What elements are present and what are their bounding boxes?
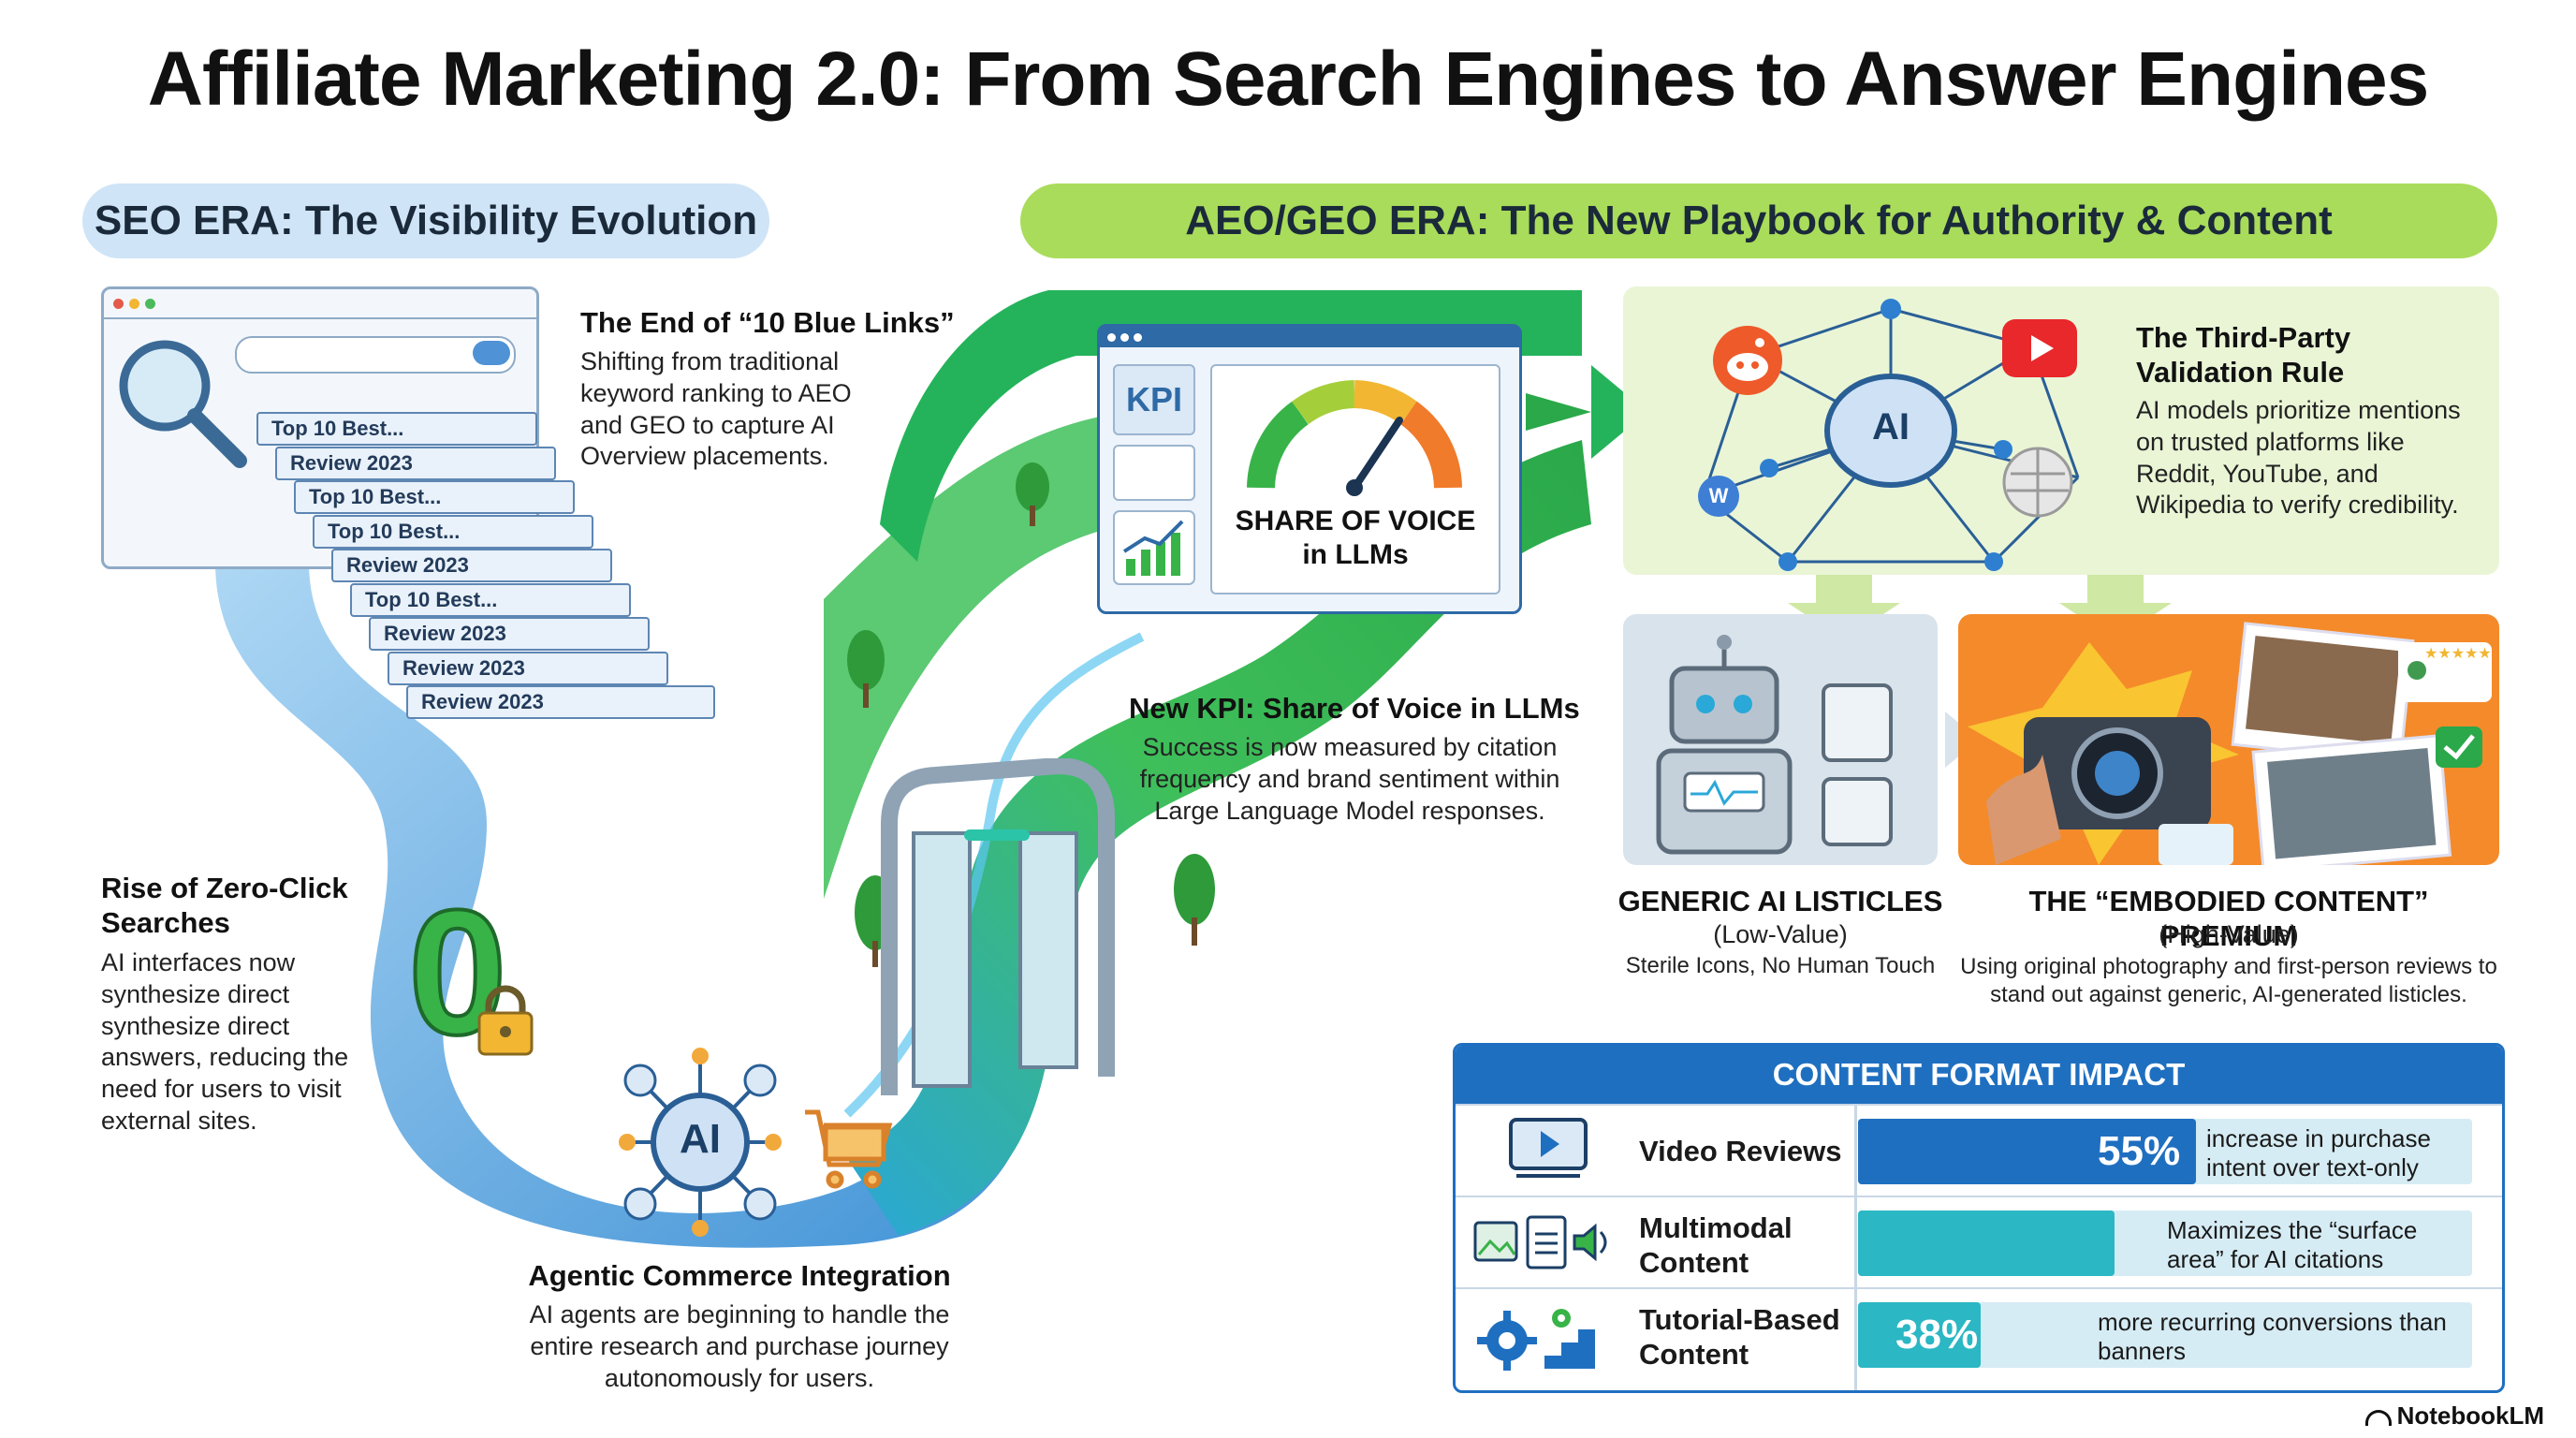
format-bar-fill (1858, 1302, 1982, 1368)
format-row-label: Tutorial-Based Content (1639, 1303, 1840, 1372)
search-result-item[interactable]: Review 2023 (275, 446, 556, 480)
embodied-content-panel: ★★★★★ (1958, 614, 2499, 865)
brand-label: NotebookLM (2396, 1401, 2544, 1430)
zero-click-heading: Rise of Zero-Click Searches (101, 872, 348, 940)
youtube-icon (2002, 319, 2077, 377)
agentic-heading: Agentic Commerce Integration (528, 1259, 951, 1292)
generic-sub: (Low-Value) (1713, 920, 1848, 948)
search-result-item[interactable]: Review 2023 (406, 685, 715, 719)
search-result-item[interactable]: Top 10 Best... (294, 480, 575, 514)
format-row-percent: 38% (1895, 1312, 1979, 1357)
down-arrow-right (2059, 575, 2172, 640)
search-result-item[interactable]: Top 10 Best... (313, 514, 593, 549)
content-format-impact-table: CONTENT FORMAT IMPACT Video Reviews 55% in… (1453, 1043, 2505, 1393)
agentic-body: AI agents are beginning to handle the en… (529, 1300, 950, 1392)
format-row-percent: 55% (2098, 1128, 2181, 1174)
aeo-era-header: AEO/GEO ERA: The New Playbook for Author… (1020, 183, 2497, 258)
format-bar-track: Maximizes the “surface area” for AI cita… (1858, 1211, 2472, 1276)
format-row: Video Reviews 55% increase in purchase int… (1456, 1104, 2502, 1197)
window-close-dot (113, 298, 124, 309)
zero-click-body: AI interfaces now synthesize direct synt… (101, 948, 349, 1135)
gauge-label: SHARE OF VOICE in LLMs (1235, 506, 1476, 570)
format-row-description: Maximizes the “surface area” for AI cita… (2167, 1216, 2418, 1274)
padlock-icon (477, 985, 534, 1056)
search-result-item[interactable]: Review 2023 (369, 617, 650, 651)
notebooklm-brand: NotebookLM (2364, 1401, 2544, 1431)
table-title: CONTENT FORMAT IMPACT (1456, 1046, 2502, 1104)
kpi-heading: New KPI: Share of Voice in LLMs (1129, 692, 1580, 725)
search-result-item[interactable]: Top 10 Best... (256, 412, 537, 446)
share-of-voice-gauge-panel: SHARE OF VOICE in LLMs (1210, 364, 1500, 594)
format-row-description: increase in purchase intent over text-on… (2206, 1124, 2431, 1182)
ai-agent-network-icon (619, 1048, 893, 1237)
list-lines-icon (1113, 445, 1195, 501)
window-maximize-dot (145, 298, 155, 309)
gears-stairs-icon (1477, 1309, 1595, 1371)
gateway-illustration (881, 758, 1115, 1095)
generic-heading: GENERIC AI LISTICLES (1617, 885, 1943, 917)
format-row: Multimodal Content Maximizes the “surface… (1456, 1196, 2502, 1289)
wikipedia-globe-icon (2002, 447, 2073, 518)
down-arrow-left (1788, 575, 1900, 640)
reddit-icon (1713, 326, 1782, 395)
third-party-body: AI models prioritize mentions on trusted… (2136, 396, 2461, 520)
video-player-icon (1509, 1118, 1588, 1178)
search-result-item[interactable]: Review 2023 (388, 651, 668, 685)
search-result-item[interactable]: Top 10 Best... (350, 582, 631, 617)
growth-chart-icon (1113, 510, 1195, 585)
magnifier-icon (119, 340, 247, 468)
format-row-description: more recurring conversions than banners (2098, 1308, 2447, 1366)
search-result-item[interactable]: Review 2023 (331, 549, 612, 582)
search-submit-icon[interactable] (473, 341, 510, 365)
blue-links-body: Shifting from traditional keyword rankin… (580, 347, 852, 471)
format-row-label: Video Reviews (1639, 1135, 1842, 1167)
brain-ai-label: AI (1872, 406, 1910, 448)
format-bar-track: 55% increase in purchase intent over text… (1858, 1119, 2472, 1184)
review-stars: ★★★★★ (2424, 646, 2492, 662)
multimodal-media-icon (1473, 1215, 1607, 1269)
robot-icon (1656, 635, 1893, 855)
blue-links-heading: The End of “10 Blue Links” (580, 306, 955, 339)
format-row-label: Multimodal Content (1639, 1211, 1793, 1280)
embodied-body: Using original photography and first-per… (1960, 954, 2497, 1007)
seo-era-header: SEO ERA: The Visibility Evolution (82, 183, 769, 258)
page-title: Affiliate Marketing 2.0: From Search Eng… (147, 37, 2430, 122)
format-bar-track: 38% more recurring conversions than banne… (1858, 1302, 2472, 1368)
third-party-heading: The Third-Party Validation Rule (2136, 321, 2351, 389)
window-minimize-dot (129, 298, 139, 309)
embodied-heading: THE “EMBODIED CONTENT” PREMIUM (2028, 885, 2429, 953)
kpi-badge: KPI (1113, 364, 1195, 435)
search-input[interactable] (235, 336, 516, 374)
camera-photos-illustration (1968, 622, 2492, 865)
embodied-sub: (High-Value) (2159, 920, 2299, 948)
generic-body: Sterile Icons, No Human Touch (1625, 953, 1936, 978)
wordpress-icon: W (1698, 476, 1739, 517)
format-bar-fill (1858, 1119, 2196, 1184)
format-bar-fill (1858, 1211, 2115, 1276)
ai-hub-label: AI (680, 1116, 721, 1162)
notebooklm-logo-icon (2364, 1409, 2392, 1426)
kpi-body: Success is now measured by citation freq… (1139, 733, 1560, 825)
kpi-dashboard-window: KPI SHARE OF VOICE in LLMs (1097, 324, 1522, 614)
format-row: Tutorial-Based Content 38% more recurring … (1456, 1287, 2502, 1381)
generic-listicles-panel (1623, 614, 1938, 865)
gauge-icon (1247, 380, 1462, 496)
